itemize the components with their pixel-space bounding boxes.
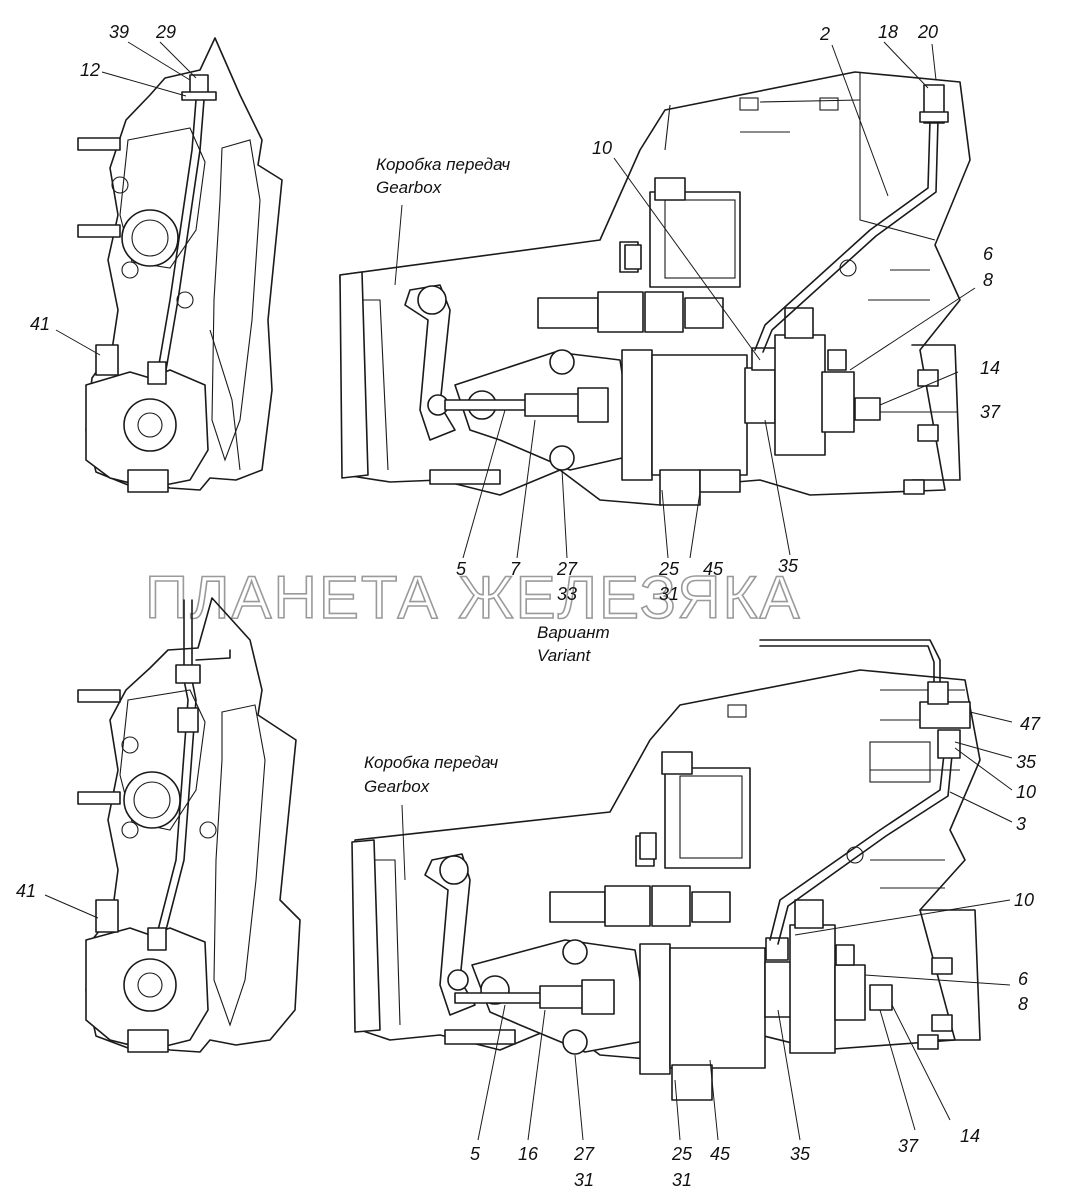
label-35-bottom: 35 — [790, 1144, 811, 1164]
label-41-bottom: 41 — [16, 881, 36, 901]
label-29: 29 — [155, 22, 176, 42]
label-18: 18 — [878, 22, 898, 42]
label-31: 31 — [659, 584, 679, 604]
label-8-bottom: 8 — [1018, 994, 1028, 1014]
label-8: 8 — [983, 270, 993, 290]
variant-title-en: Variant — [537, 646, 592, 665]
label-45-bottom: 45 — [710, 1144, 731, 1164]
variant-title-ru: Вариант — [537, 623, 610, 642]
top-gearbox-caption: Коробка передач Gearbox — [376, 155, 510, 286]
variant-title: Вариант Variant — [537, 623, 610, 665]
label-3: 3 — [1016, 814, 1026, 834]
label-6-bottom: 6 — [1018, 969, 1029, 989]
gearbox-caption-en: Gearbox — [376, 178, 442, 197]
top-main-view — [339, 71, 971, 506]
label-14-bottom: 14 — [960, 1126, 980, 1146]
gearbox-caption-ru: Коробка передач — [376, 155, 510, 174]
label-27: 27 — [556, 559, 578, 579]
label-25: 25 — [658, 559, 680, 579]
label-5-bottom: 5 — [470, 1144, 481, 1164]
label-45: 45 — [703, 559, 724, 579]
bottom-gearbox-caption: Коробка передач Gearbox — [364, 753, 498, 881]
watermark-text: ПЛАНЕТА ЖЕЛЕЗЯКА — [145, 564, 802, 631]
label-37-bottom: 37 — [898, 1136, 919, 1156]
label-47: 47 — [1020, 714, 1041, 734]
label-7: 7 — [510, 559, 521, 579]
label-39: 39 — [109, 22, 129, 42]
label-16: 16 — [518, 1144, 539, 1164]
gearbox-caption-en-bottom: Gearbox — [364, 777, 430, 796]
label-10-lower: 10 — [1014, 890, 1034, 910]
label-12: 12 — [80, 60, 100, 80]
top-side-labels: 39 29 12 41 — [30, 22, 197, 356]
label-5: 5 — [456, 559, 467, 579]
label-20: 20 — [917, 22, 938, 42]
label-31-right: 31 — [672, 1170, 692, 1190]
bottom-main-labels: 47 35 10 3 10 6 8 14 37 5 16 27 31 25 31… — [470, 711, 1041, 1190]
gearbox-caption-ru-bottom: Коробка передач — [364, 753, 498, 772]
label-33: 33 — [557, 584, 577, 604]
label-10: 10 — [592, 138, 612, 158]
label-6: 6 — [983, 244, 994, 264]
label-35-upper: 35 — [1016, 752, 1037, 772]
label-25-bottom: 25 — [671, 1144, 693, 1164]
top-main-labels: 2 18 20 10 6 8 14 37 5 7 27 33 25 31 45 … — [456, 22, 1001, 604]
label-31-left: 31 — [574, 1170, 594, 1190]
bottom-main-view — [351, 639, 981, 1101]
top-side-view — [77, 37, 283, 493]
label-41: 41 — [30, 314, 50, 334]
label-10-upper: 10 — [1016, 782, 1036, 802]
label-35: 35 — [778, 556, 799, 576]
label-37: 37 — [980, 402, 1001, 422]
bottom-side-view — [77, 597, 301, 1053]
label-2: 2 — [819, 24, 830, 44]
bottom-side-labels: 41 — [16, 881, 99, 919]
label-27-bottom: 27 — [573, 1144, 595, 1164]
label-14: 14 — [980, 358, 1000, 378]
